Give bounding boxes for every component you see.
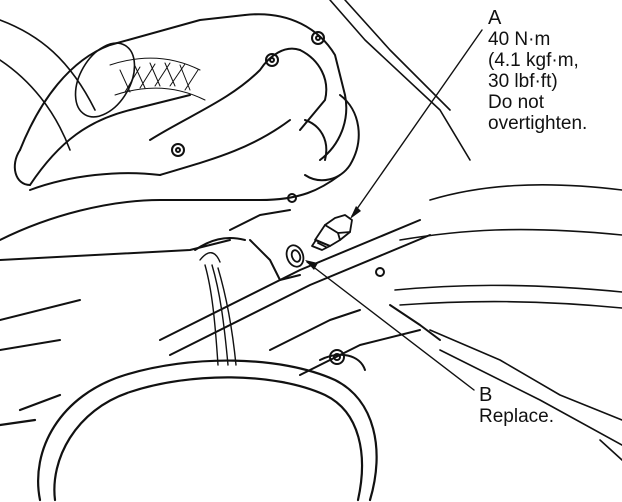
torque-spec-nm: 40 N·m xyxy=(488,29,551,50)
drain-pan xyxy=(0,359,378,502)
arrowhead-a xyxy=(350,206,361,219)
leader-line-b xyxy=(306,261,475,391)
body-panel-outline xyxy=(0,0,622,461)
replace-note: Replace. xyxy=(479,406,554,427)
callout-b-letter: B xyxy=(479,384,493,406)
callout-a: A 40 N·m (4.1 kgf·m, 30 lbf·ft) Do not o… xyxy=(488,7,588,135)
torque-spec-kgfm: (4.1 kgf·m, xyxy=(488,50,579,71)
sealing-washer xyxy=(285,244,305,268)
torque-spec-lbfft: 30 lbf·ft) xyxy=(488,71,558,92)
drain-bolt xyxy=(311,214,353,251)
warning-line-2: overtighten. xyxy=(488,113,588,134)
callout-b: B Replace. xyxy=(479,384,554,428)
warning-line-1: Do not xyxy=(488,92,544,113)
callout-a-letter: A xyxy=(488,7,502,29)
exhaust-pipe xyxy=(13,14,246,186)
converter-flange xyxy=(149,13,360,182)
oil-pan-edge xyxy=(0,219,441,376)
oil-stream xyxy=(199,252,237,366)
subframe xyxy=(0,172,341,281)
leader-line-a xyxy=(351,29,483,217)
arrowhead-b xyxy=(305,260,318,270)
leader-lines xyxy=(306,29,483,391)
flex-pipe xyxy=(109,57,206,101)
